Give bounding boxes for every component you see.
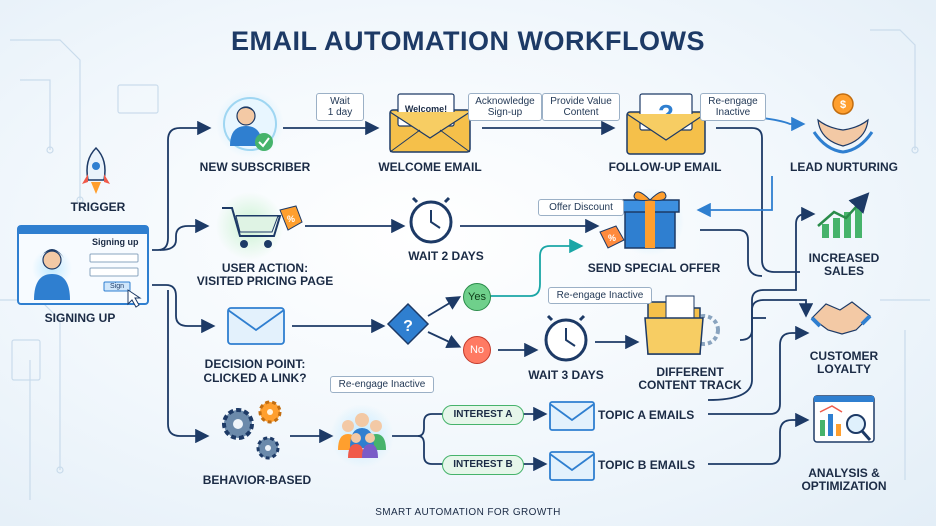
- topic-a-envelope-icon: [549, 401, 595, 431]
- wait-1-day-tag: Wait 1 day: [316, 93, 364, 121]
- shopping-cart-icon: %: [216, 192, 303, 260]
- topic-b-label: TOPIC B EMAILS: [598, 458, 696, 472]
- provide-value-tag: Provide Value Content: [542, 93, 620, 121]
- user-action-label: USER ACTION:: [221, 261, 309, 275]
- acknowledge-line1: Acknowledge: [475, 96, 535, 107]
- wait-3-days-label: WAIT 3 DAYS: [528, 368, 604, 382]
- provide-value-line2: Content: [563, 107, 599, 118]
- reengage-top-line1: Re-engage: [708, 96, 758, 107]
- folder-icon: [644, 295, 720, 355]
- yes-badge: Yes: [463, 283, 491, 311]
- topic-b-envelope-icon: [549, 451, 595, 481]
- page-title: EMAIL AUTOMATION WORKFLOWS: [231, 26, 705, 56]
- wait-1-day-line1: Wait: [330, 96, 350, 107]
- topic-a-label: TOPIC A EMAILS: [598, 408, 695, 422]
- trigger-label: TRIGGER: [70, 200, 126, 214]
- svg-text:%: %: [287, 214, 295, 224]
- gift-icon: %: [599, 188, 684, 256]
- handshake-icon: [810, 301, 872, 335]
- footer-tagline: SMART AUTOMATION FOR GROWTH: [375, 507, 561, 518]
- svg-text:$: $: [840, 99, 846, 111]
- welcome-envelope-icon: [389, 93, 471, 153]
- followup-email-label: FOLLOW-UP EMAIL: [608, 160, 722, 174]
- new-subscriber-icon: [216, 90, 284, 158]
- clock-icon-3-days: [544, 314, 588, 362]
- audience-group-icon: [330, 404, 394, 468]
- gears-icon: [222, 400, 282, 460]
- send-special-offer-label: SEND SPECIAL OFFER: [587, 261, 721, 275]
- reengage-low-tag: Re-engage Inactive: [330, 376, 434, 393]
- followup-envelope-icon: ?: [626, 93, 706, 155]
- growth-chart-icon: [817, 192, 870, 238]
- svg-text:%: %: [608, 233, 616, 243]
- increased-sales-label-2: SALES: [823, 264, 864, 278]
- lead-nurturing-label: LEAD NURTURING: [790, 160, 898, 174]
- different-content-label-2: CONTENT TRACK: [638, 378, 742, 392]
- welcome-email-label: WELCOME EMAIL: [378, 160, 482, 174]
- signing-up-label: SIGNING UP: [44, 311, 116, 325]
- reengage-mid-tag: Re-engage Inactive: [548, 287, 652, 304]
- clicked-link-label: CLICKED A LINK?: [203, 371, 307, 385]
- acknowledge-tag: Acknowledge Sign-up: [468, 93, 542, 121]
- customer-loyalty-label-2: LOYALTY: [816, 362, 871, 376]
- visited-pricing-label: VISITED PRICING PAGE: [196, 274, 334, 288]
- wait-1-day-line2: 1 day: [327, 107, 353, 118]
- signup-form-button[interactable]: Sign: [109, 283, 124, 290]
- customer-loyalty-label-1: CUSTOMER: [809, 349, 879, 363]
- wait-2-days-label: WAIT 2 DAYS: [408, 249, 484, 263]
- welcome-letter-text: Welcome!: [404, 104, 448, 114]
- decision-point-label: DECISION POINT:: [204, 357, 306, 371]
- interest-a-pill: INTEREST A: [442, 405, 524, 425]
- decision-diamond-icon: ?: [386, 296, 462, 348]
- provide-value-line1: Provide Value: [550, 96, 612, 107]
- hands-money-icon: $: [812, 93, 874, 154]
- analytics-dashboard-icon: [813, 395, 875, 443]
- connectors: [152, 120, 816, 472]
- analysis-label-1: ANALYSIS &: [808, 466, 880, 480]
- clock-icon-2-days: [409, 196, 453, 244]
- increased-sales-label-1: INCREASED: [808, 251, 880, 265]
- new-subscriber-label: NEW SUBSCRIBER: [199, 160, 311, 174]
- rocket-icon: [82, 146, 110, 194]
- offer-discount-tag: Offer Discount: [538, 199, 624, 216]
- reengage-top-line2: Inactive: [715, 107, 751, 118]
- svg-text:?: ?: [403, 318, 413, 335]
- signup-form-illustration: [17, 225, 149, 308]
- analysis-label-2: OPTIMIZATION: [801, 479, 887, 493]
- no-badge: No: [463, 336, 491, 364]
- acknowledge-line2: Sign-up: [487, 107, 523, 118]
- decision-envelope-icon: [227, 307, 285, 345]
- interest-b-pill: INTEREST B: [442, 455, 524, 475]
- signup-form-title: Signing up: [92, 237, 139, 247]
- behavior-based-label: BEHAVIOR-BASED: [202, 473, 312, 487]
- reengage-top-tag: Re-engage Inactive: [700, 93, 766, 121]
- different-content-label-1: DIFFERENT: [656, 365, 724, 379]
